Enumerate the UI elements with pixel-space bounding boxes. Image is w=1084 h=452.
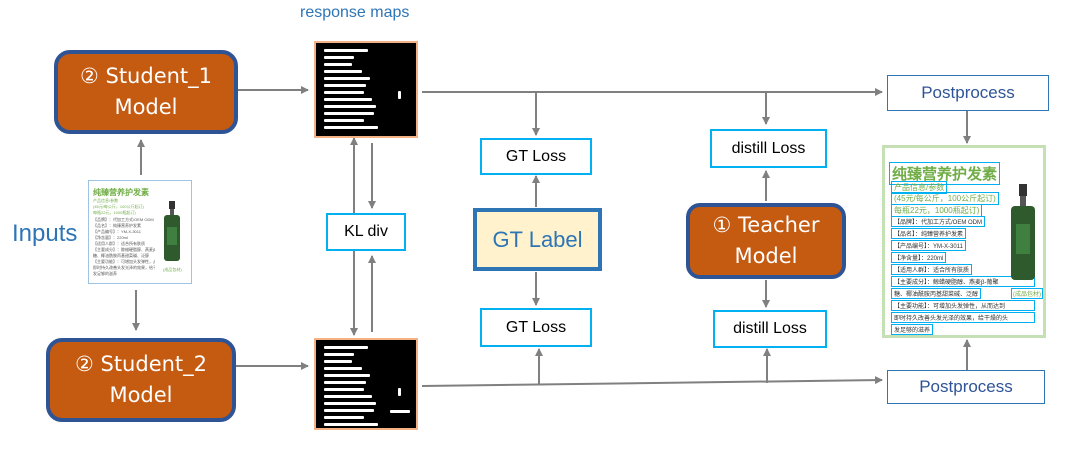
gt-loss-bottom-label: GT Loss — [505, 318, 567, 336]
gt-loss-bottom-box: GT Loss — [480, 308, 592, 347]
output-doc-line: 【品牌】：代加工方式/OEM ODM — [891, 216, 985, 227]
input-doc-line: 【品名】：纯臻营养护发素 — [93, 223, 141, 228]
input-doc-line: 即时持久改善头发光泽的效果，给干燥的头 — [93, 265, 155, 270]
kl-div-box: KL div — [326, 213, 406, 251]
input-doc-line: 产品信息/参数 — [93, 198, 119, 203]
postprocess-top-label: Postprocess — [921, 83, 1015, 102]
input-doc-line: 【净含量】：220ml — [93, 235, 128, 240]
input-doc-line: 【适用人群】：适合所有肤质 — [93, 241, 145, 246]
output-doc-line: 产品信息/参数 — [891, 181, 948, 194]
student-2-model-word: Model — [109, 383, 173, 407]
inputs-label: Inputs — [12, 220, 78, 247]
output-doc-line: 【主要成分】：鲸蜡硬脂醇、燕麦β-葡聚 — [891, 276, 1035, 287]
student-1-model-name: ② Student_1 — [79, 64, 213, 88]
postprocess-bottom-box: Postprocess — [887, 370, 1045, 404]
kl-div-label: KL div — [344, 223, 388, 240]
student-2-model: ② Student_2 Model — [46, 338, 236, 422]
distill-loss-bottom-box: distill Loss — [713, 310, 827, 348]
distill-loss-top-label: distill Loss — [731, 139, 806, 157]
postprocess-top-box: Postprocess — [887, 75, 1049, 111]
teacher-model-word: Model — [734, 244, 798, 268]
distill-loss-bottom-label: distill Loss — [733, 320, 807, 337]
student-2-model-name: ② Student_2 — [74, 352, 208, 376]
output-doc-line: 【净含量】：220ml — [891, 252, 947, 263]
input-doc-title: 纯臻营养护发素 — [93, 188, 149, 197]
input-doc-bottle-image — [164, 201, 180, 261]
teacher-model-name: ① Teacher — [712, 213, 820, 237]
response-maps-label: response maps — [300, 4, 410, 21]
input-doc-line: 【主要成分】：鲸蜡硬脂醇、燕麦β-葡聚 — [93, 247, 155, 252]
student-1-model: ② Student_1 Model — [54, 50, 238, 134]
output-doc-badge: (成品包材) — [1011, 288, 1043, 299]
input-doc-line: 发足够的滋养 — [93, 271, 117, 276]
gt-loss-top-label: GT Loss — [505, 147, 567, 165]
teacher-model: ① Teacher Model — [686, 203, 846, 279]
gt-label-box: GT Label — [473, 208, 602, 271]
input-doc-line: 【主要功能】：可增加头发弹性，从而达到 — [93, 259, 155, 264]
input-doc-line: 每瓶22元，1000瓶起订) — [93, 210, 136, 215]
output-doc-line: 糖、椰油酰胺丙基甜菜碱、泛醇 — [891, 288, 982, 299]
output-doc-line: 【品名】：纯臻营养护发素 — [891, 228, 967, 239]
output-doc-bottle-image — [1011, 184, 1035, 280]
gt-label-text: GT Label — [492, 226, 583, 252]
input-document-image: 纯臻营养护发素 产品信息/参数 (45元/每公斤，100公斤起订) 每瓶22元，… — [88, 180, 192, 284]
student-1-model-word: Model — [114, 95, 178, 119]
response-map-student-2 — [314, 338, 418, 430]
postprocess-bottom-label: Postprocess — [919, 377, 1013, 396]
input-doc-line: 糖、椰油酰胺丙基甜菜碱、泛醇 — [93, 253, 149, 258]
input-doc-line: 【品牌】：代加工方式/OEM ODM — [93, 217, 154, 222]
response-map-student-1 — [314, 41, 418, 138]
input-doc-badge: (成品包材) — [163, 267, 182, 272]
output-doc-line: 【主要功能】：可增加头发弹性，从而达到 — [891, 300, 1035, 311]
output-doc-line: 发足够的滋养 — [891, 324, 934, 335]
output-doc-line: 【适用人群】：适合所有肤质 — [891, 264, 973, 275]
output-doc-title: 纯臻营养护发素 — [889, 162, 1001, 185]
output-doc-line: 【产品编号】：YM-X-3011 — [891, 240, 966, 251]
input-doc-line: 【产品编号】：YM-X-3011 — [93, 229, 141, 234]
output-document-image: 纯臻营养护发素 产品信息/参数 (45元/每公斤，100公斤起订) 每瓶22元，… — [882, 145, 1046, 338]
output-doc-line: 即时持久改善头发光泽的效果，给干燥的头 — [891, 312, 1035, 323]
input-doc-line: (45元/每公斤，100公斤起订) — [93, 204, 144, 209]
distill-loss-top-box: distill Loss — [710, 129, 827, 168]
gt-loss-top-box: GT Loss — [480, 138, 592, 175]
